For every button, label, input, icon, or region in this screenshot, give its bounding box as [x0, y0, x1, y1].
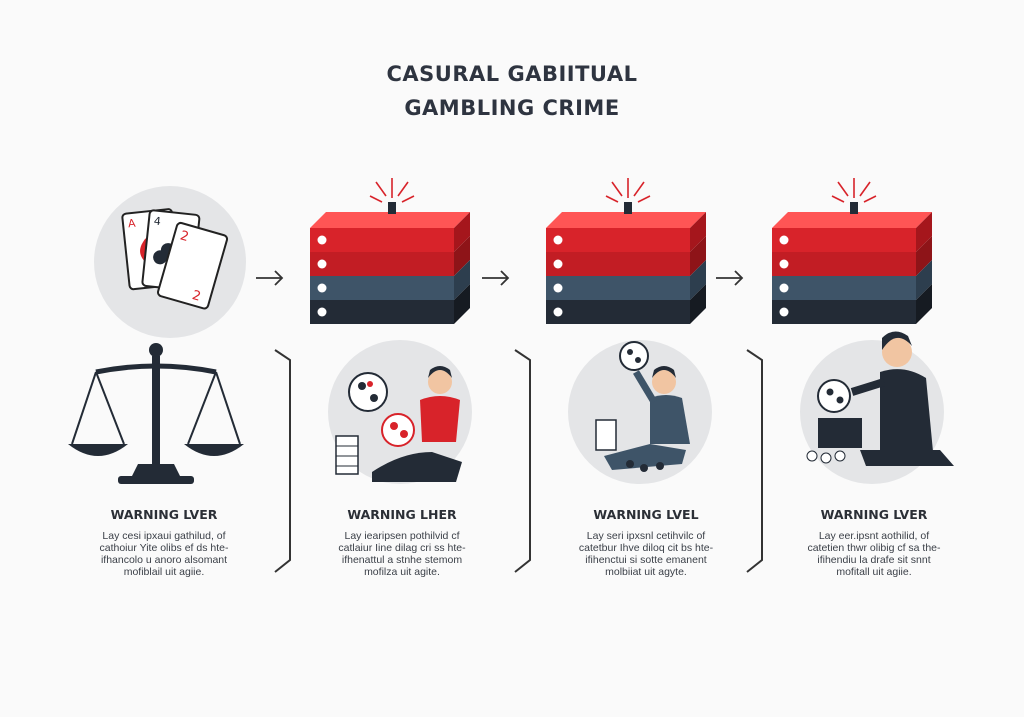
- stage-heading: WARNING LVER: [820, 507, 928, 522]
- svg-text:2: 2: [178, 228, 190, 245]
- svg-text:A: A: [127, 217, 136, 231]
- svg-text:2: 2: [190, 288, 202, 305]
- title-line-1: CASURAL GABIITUAL: [386, 62, 638, 86]
- playing-cards-icon: A 4 2 2: [94, 186, 246, 338]
- alarm-stack-icon: [310, 178, 932, 324]
- stage-description: Lay cesi ipxaui gathilud, of cathoiur Yi…: [99, 530, 229, 578]
- svg-text:4: 4: [153, 215, 161, 229]
- stage-heading: WARNING LVER: [110, 507, 218, 522]
- bracket-icon: [274, 349, 763, 573]
- arrow-right-icon: [256, 270, 744, 286]
- stage-description: Lay eer.ipsnt aothilid, of catetien thwr…: [807, 530, 941, 578]
- stage-description: Lay seri ipxsnl cetihvilc of catetbur Ih…: [578, 530, 714, 578]
- title-line-2: GAMBLING CRIME: [404, 96, 620, 120]
- person-with-balls-icon: [328, 331, 954, 484]
- stage-heading: WARNING LHER: [347, 507, 457, 522]
- stage-description: Lay iearipsen pothilvid cf catlaiur Iine…: [338, 530, 466, 578]
- stage-heading: WARNING LVEL: [593, 507, 699, 522]
- justice-scale-icon: [68, 343, 244, 484]
